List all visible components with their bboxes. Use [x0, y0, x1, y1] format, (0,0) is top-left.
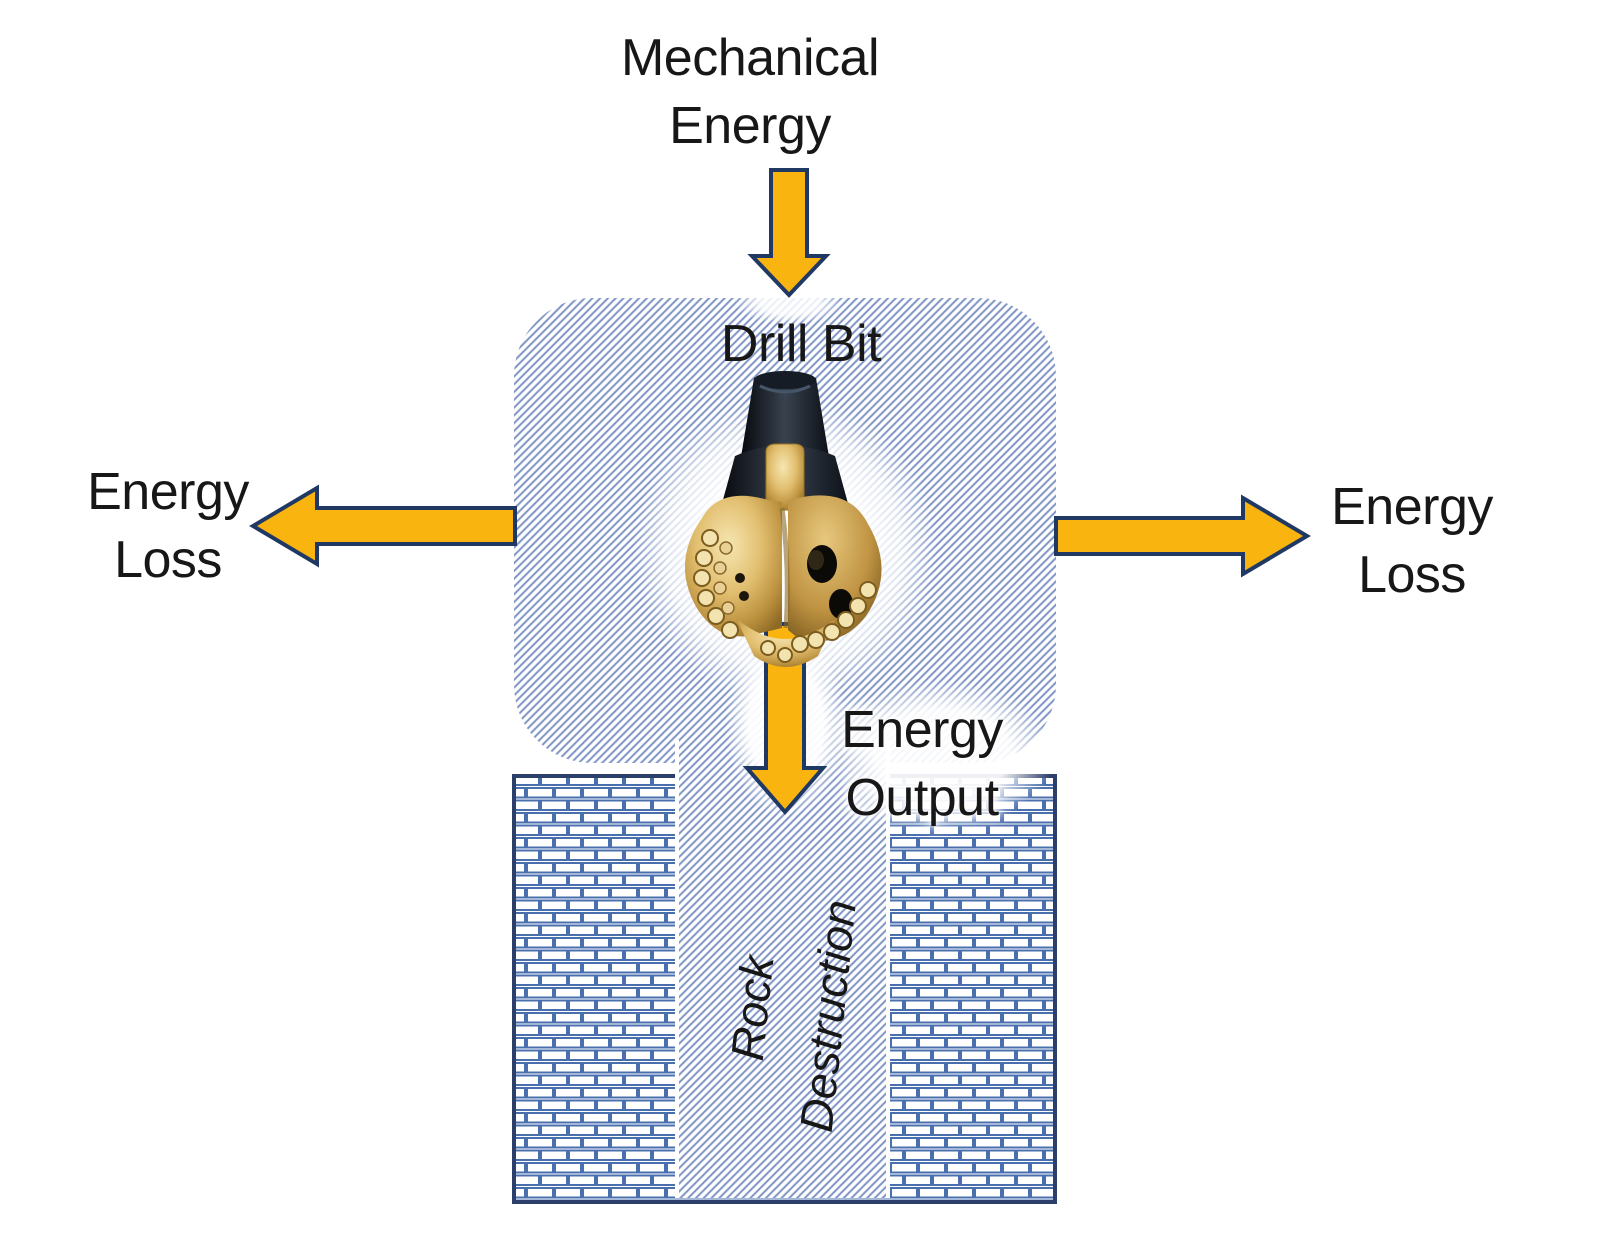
drill-bit-label: Drill Bit — [720, 315, 882, 373]
energy-loss-left-line2: Loss — [114, 531, 222, 589]
energy-loss-right-line2: Loss — [1358, 546, 1466, 604]
energy-output-label: Energy Output — [841, 696, 1003, 832]
energy-loss-right-label: Energy Loss — [1331, 473, 1493, 609]
energy-output-line2: Output — [845, 769, 999, 827]
energy-loss-right-arrow-icon — [1054, 494, 1311, 578]
rock-destruction-label: Rock Destruction — [702, 888, 877, 1135]
drill-bit-image — [684, 371, 882, 667]
mechanical-energy-line2: Energy — [669, 97, 831, 155]
mechanical-energy-line1: Mechanical — [620, 29, 880, 87]
energy-loss-right-line1: Energy — [1331, 478, 1493, 536]
energy-loss-left-line1: Energy — [87, 463, 249, 521]
energy-loss-left-label: Energy Loss — [87, 458, 249, 594]
mechanical-energy-label: Mechanical Energy — [620, 24, 880, 160]
energy-output-line1: Energy — [841, 701, 1003, 759]
energy-loss-left-arrow-icon — [249, 484, 517, 568]
mechanical-energy-down-arrow-icon — [747, 168, 831, 298]
